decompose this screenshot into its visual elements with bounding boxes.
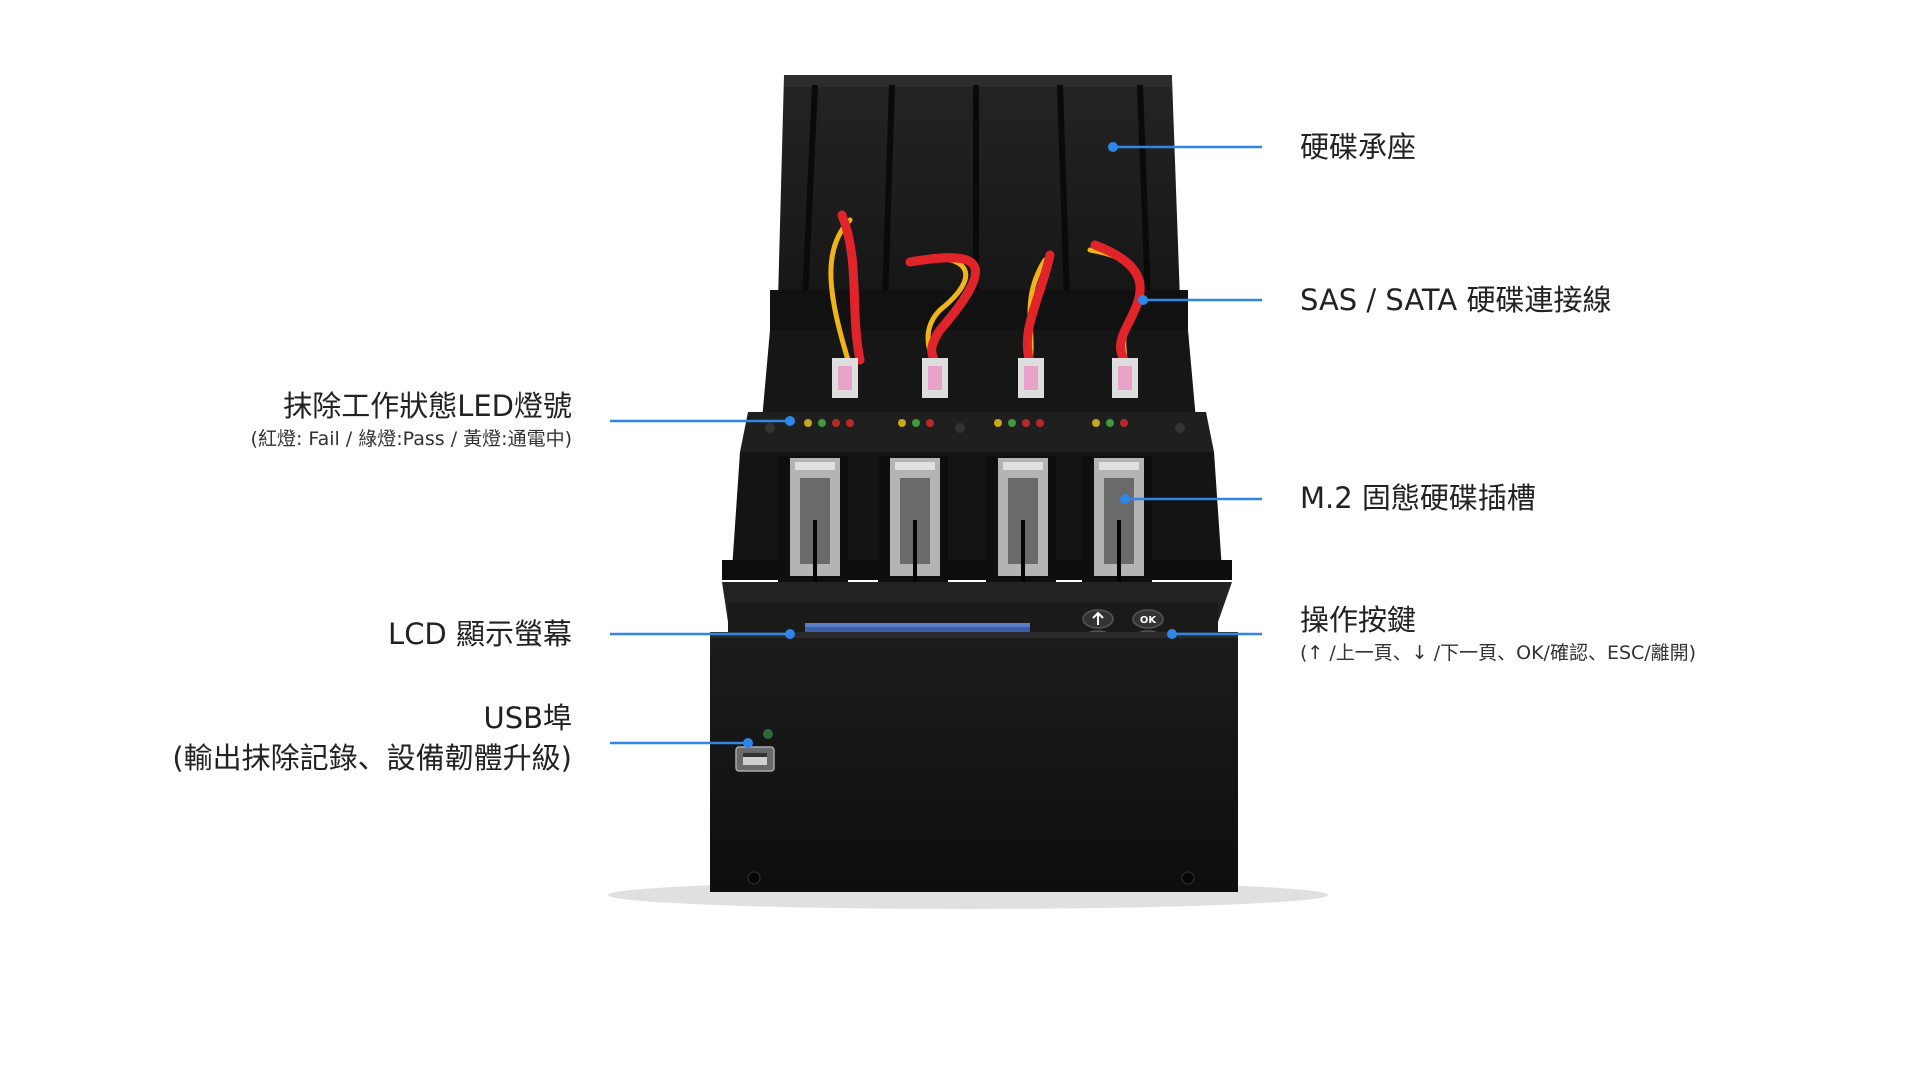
label-lcd-text: LCD 顯示螢幕 <box>388 617 572 651</box>
callout-buttons <box>1167 629 1262 639</box>
m2-slot-3[interactable] <box>986 456 1056 584</box>
callout-usb <box>610 738 753 748</box>
label-sas-sata-cable: SAS / SATA 硬碟連接線 <box>1300 282 1611 318</box>
ok-button[interactable]: OK <box>1132 609 1164 629</box>
m2-slot-2[interactable] <box>878 456 948 584</box>
ok-button-label: OK <box>1140 615 1158 626</box>
label-hdd-cradle-text: 硬碟承座 <box>1300 130 1417 164</box>
led-group-2 <box>898 419 934 427</box>
callout-lcd <box>610 629 795 639</box>
label-hdd-cradle: 硬碟承座 <box>1300 129 1416 165</box>
label-usb-title: USB埠 <box>483 701 572 735</box>
label-m2-slot: M.2 固態硬碟插槽 <box>1300 480 1536 516</box>
cable-connectors <box>832 358 1138 398</box>
sas-sata-cables <box>828 210 1145 367</box>
led-group-3 <box>994 419 1044 427</box>
label-led-sub: (紅燈: Fail / 綠燈:Pass / 黃燈:通電中) <box>250 428 572 451</box>
usb-port[interactable] <box>735 746 775 772</box>
callout-led <box>610 416 795 426</box>
upper-base <box>762 330 1196 420</box>
led-group-4 <box>1092 419 1128 427</box>
m2-slot-1[interactable] <box>778 456 848 584</box>
label-led: 抹除工作狀態LED燈號 (紅燈: Fail / 綠燈:Pass / 黃燈:通電中… <box>251 388 572 452</box>
label-buttons-sub: (↑ /上一頁、↓ /下一頁、OK/確認、ESC/離開) <box>1300 642 1697 665</box>
arrow-up-icon <box>1092 611 1104 625</box>
callout-m2-slot <box>1120 494 1262 504</box>
label-led-title: 抹除工作狀態LED燈號 <box>283 389 572 423</box>
up-button[interactable] <box>1082 609 1114 629</box>
label-usb-sub: (輸出抹除記錄、設備韌體升級) <box>172 741 572 775</box>
callouts <box>610 142 1262 748</box>
callout-hdd-cradle <box>1108 142 1262 152</box>
device-front-body <box>710 632 1238 892</box>
m2-slot-section <box>722 452 1232 584</box>
label-sas-sata-cable-text: SAS / SATA 硬碟連接線 <box>1300 283 1612 317</box>
label-m2-slot-text: M.2 固態硬碟插槽 <box>1300 481 1536 515</box>
label-buttons-title: 操作按鍵 <box>1300 603 1417 637</box>
callout-sas-sata-cable <box>1138 295 1262 305</box>
led-bar <box>740 412 1214 452</box>
m2-slot-4[interactable] <box>1082 456 1152 584</box>
led-group-1 <box>804 419 854 427</box>
label-lcd: LCD 顯示螢幕 <box>388 616 572 652</box>
label-buttons: 操作按鍵 (↑ /上一頁、↓ /下一頁、OK/確認、ESC/離開) <box>1300 602 1696 666</box>
label-usb: USB埠 (輸出抹除記錄、設備韌體升級) <box>172 698 572 778</box>
